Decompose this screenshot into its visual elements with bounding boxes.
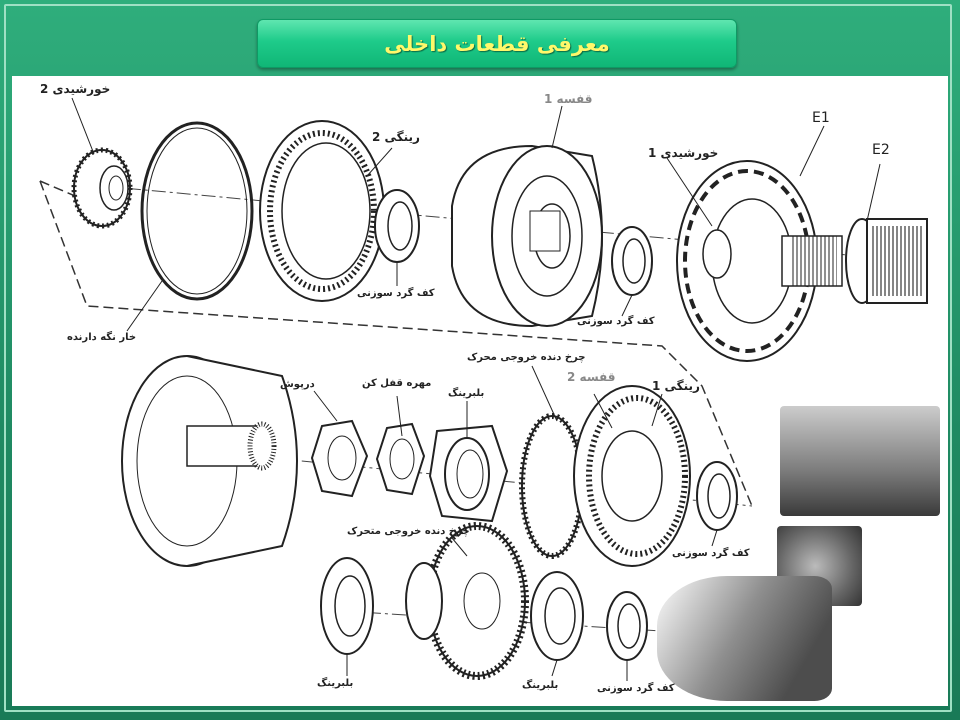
diagram-canvas: خورشیدی 2 رینگی 2 قفسه 1 خورشیدی 1 E1 E2… [12, 76, 948, 706]
snap-ring-part [140, 121, 254, 301]
label-output-driven-gear: چرخ دنده خروجی متحرک [347, 526, 470, 537]
label-cover: درپوش [280, 379, 315, 390]
housing-part [121, 355, 298, 567]
driven-gear-part [405, 522, 529, 680]
label-ring-gear-1: رینگی 1 [652, 379, 700, 393]
e1-clutch-part [676, 160, 843, 362]
title-bar: معرفی قطعات داخلی [257, 19, 737, 68]
dashed-outline [39, 180, 753, 507]
label-ring-gear-2: رینگی 2 [372, 130, 420, 144]
leader-lines [71, 97, 881, 681]
label-cage-1: قفسه 1 [544, 92, 593, 106]
sun-gear-2-part [71, 147, 133, 229]
e2-clutch-part [845, 218, 928, 304]
label-output-drive-gear: چرخ دنده خروجی محرک [467, 352, 586, 363]
label-lock-nut: مهره قفل کن [362, 378, 432, 389]
exploded-diagram [39, 97, 928, 681]
snap-ring-inner [146, 127, 248, 295]
label-needle-washer-1: کف گرد سوزنی [357, 288, 435, 299]
label-cage-2: قفسه 2 [567, 370, 616, 384]
label-needle-washer-3: کف گرد سوزنی [672, 548, 750, 559]
label-sun-gear-2: خورشیدی 2 [40, 82, 111, 96]
label-needle-washer-4: کف گرد سوزنی [597, 683, 675, 694]
ring-gear-2-part [259, 120, 385, 302]
label-e1: E1 [812, 110, 830, 126]
label-bearing-left: بلبرینگ [317, 678, 354, 689]
planet-set-part [519, 385, 691, 567]
label-needle-washer-2: کف گرد سوزنی [577, 316, 655, 327]
label-snap-ring: خار نگه دارنده [67, 332, 137, 343]
label-bearing-top: بلبرینگ [448, 388, 485, 399]
slide-title: معرفی قطعات داخلی [384, 31, 610, 56]
assembly-photo [780, 406, 940, 516]
cage-1-part [451, 144, 603, 328]
label-e2: E2 [872, 142, 890, 158]
frame-border [4, 4, 952, 712]
label-sun-gear-1: خورشیدی 1 [648, 146, 719, 160]
label-bearing-mid: بلبرینگ [522, 680, 559, 691]
shaft-photo [657, 576, 832, 701]
